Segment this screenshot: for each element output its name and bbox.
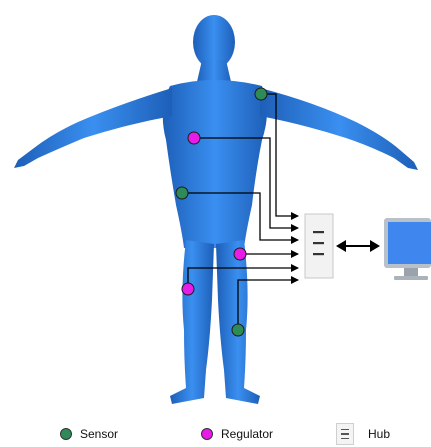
regulator-node-chest [188,132,200,144]
legend-regulator: Regulator [201,424,273,444]
legend-sensor-label: Sensor [80,427,118,441]
legend-hub: Hub [336,424,390,444]
sensor-legend-icon [60,428,72,440]
sensor-node-shoulder [255,88,267,100]
sensor-node-abdomen [176,187,188,199]
regulator-node-thigh [234,248,246,260]
figure-left-arm [14,88,172,168]
legend-sensor: Sensor [60,424,118,444]
double-arrow-icon [336,240,380,252]
hub-legend-icon [336,423,354,445]
figure-torso [163,80,267,248]
regulator-legend-icon [201,428,213,440]
regulator-node-knee [182,283,194,295]
sensor-node-shin [232,324,244,336]
figure-right-arm [260,88,418,170]
figure-left-leg [170,240,214,404]
monitor-icon [384,218,431,280]
hub-icon [305,214,333,278]
legend-hub-label: Hub [368,427,390,441]
legend-regulator-label: Regulator [221,427,273,441]
human-figure [14,15,418,404]
